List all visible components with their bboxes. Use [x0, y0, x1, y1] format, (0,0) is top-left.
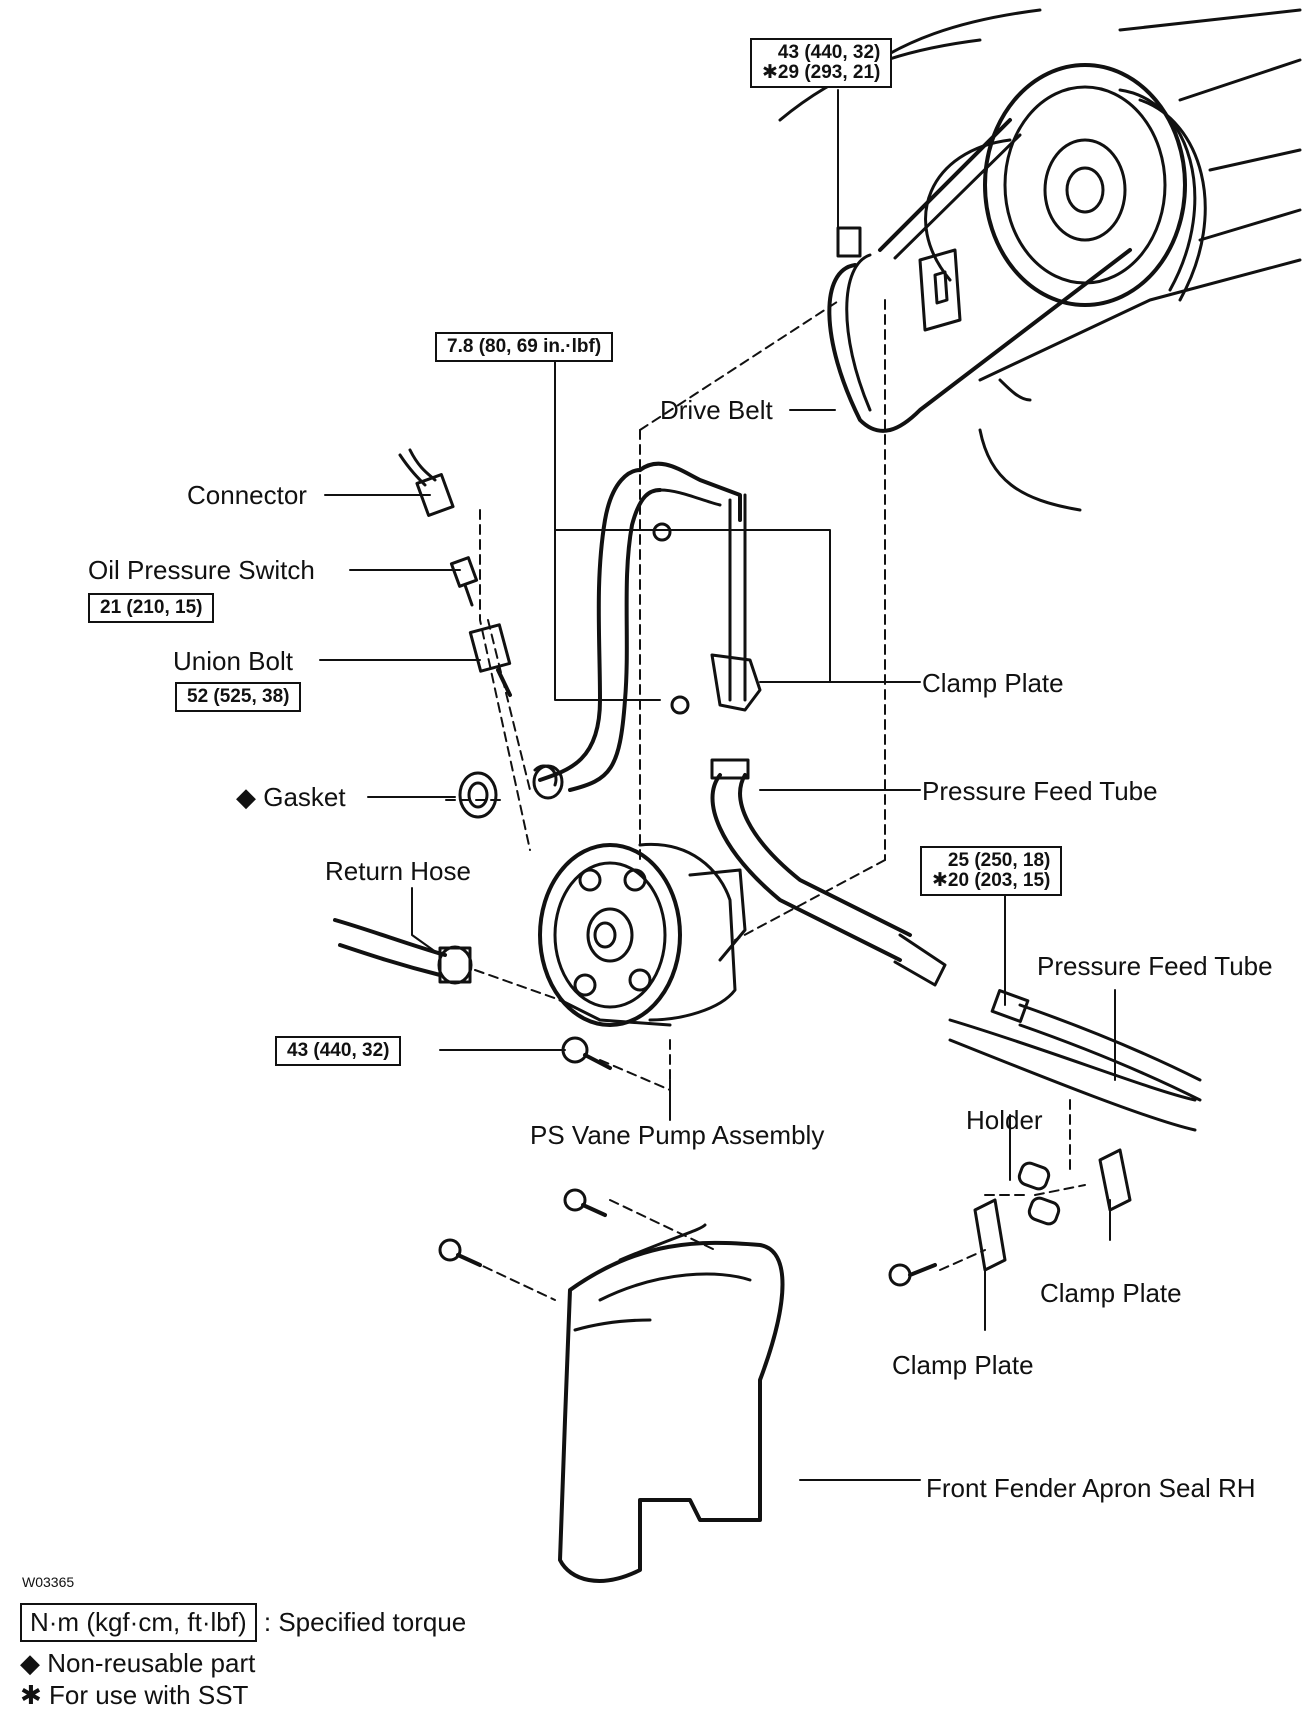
- legend-sst: ✱ For use with SST: [20, 1680, 248, 1711]
- torque-value: 21 (210, 15): [100, 597, 203, 618]
- sst-asterisk-icon: ✱: [20, 1680, 42, 1710]
- fender-seal-shape: [438, 1188, 785, 1583]
- torque-value: 43 (440, 32): [287, 1040, 390, 1061]
- torque-box-hose-clamp: 7.8 (80, 69 in.·lbf): [435, 332, 614, 362]
- label-gasket: ◆ Gasket: [236, 784, 346, 810]
- torque-box-pump-bolt: 43 (440, 32): [275, 1036, 402, 1066]
- label-gasket-text: Gasket: [263, 782, 346, 812]
- label-union-bolt: Union Bolt: [173, 646, 293, 676]
- label-clamp-plate-top: Clamp Plate: [922, 668, 1064, 698]
- legend-torque: N·m (kgf·cm, ft·lbf) : Specified torque: [20, 1603, 466, 1642]
- label-holder: Holder: [966, 1105, 1043, 1135]
- diagram-code: W03365: [22, 1574, 75, 1590]
- label-pressure-feed-tube-1: Pressure Feed Tube: [922, 776, 1158, 806]
- torque-box-pulley-bracket: 43 (440, 32) ✱29 (293, 21): [750, 38, 893, 88]
- non-reusable-diamond-icon: ◆: [236, 782, 256, 812]
- label-ps-vane-pump: PS Vane Pump Assembly: [530, 1120, 825, 1150]
- non-reusable-diamond-icon: ◆: [20, 1648, 40, 1678]
- torque-value: 43 (440, 32): [777, 42, 881, 63]
- label-oil-pressure-switch: Oil Pressure Switch: [88, 555, 315, 585]
- torque-value: 7.8 (80, 69 in.·lbf): [447, 336, 602, 357]
- legend-sst-text: For use with SST: [49, 1680, 249, 1710]
- legend-non-reusable: ◆ Non-reusable part: [20, 1648, 255, 1679]
- torque-box-union-bolt: 52 (525, 38): [175, 682, 302, 712]
- torque-box-oil-pressure-switch: 21 (210, 15): [88, 593, 215, 623]
- torque-value-sst: ✱20 (203, 15): [932, 869, 1051, 891]
- label-drive-belt: Drive Belt: [660, 395, 773, 425]
- torque-value: 52 (525, 38): [187, 686, 290, 707]
- legend-torque-unit: N·m (kgf·cm, ft·lbf): [20, 1603, 257, 1642]
- pump-body: [538, 842, 747, 1027]
- label-fender-apron-seal: Front Fender Apron Seal RH: [926, 1473, 1256, 1503]
- label-pressure-feed-tube-2: Pressure Feed Tube: [1037, 951, 1273, 981]
- label-clamp-plate-right: Clamp Plate: [1040, 1278, 1182, 1308]
- label-clamp-plate-bottom: Clamp Plate: [892, 1350, 1034, 1380]
- legend-torque-desc: : Specified torque: [263, 1607, 467, 1637]
- engine-pulley-area: [778, 8, 1302, 512]
- legend-non-reusable-text: Non-reusable part: [47, 1648, 256, 1678]
- torque-value-sst: ✱29 (293, 21): [762, 61, 881, 83]
- label-return-hose: Return Hose: [325, 856, 471, 886]
- torque-box-feed-tube-nut: 25 (250, 18) ✱20 (203, 15): [920, 846, 1063, 896]
- torque-value: 25 (250, 18): [947, 850, 1051, 871]
- label-connector: Connector: [187, 480, 307, 510]
